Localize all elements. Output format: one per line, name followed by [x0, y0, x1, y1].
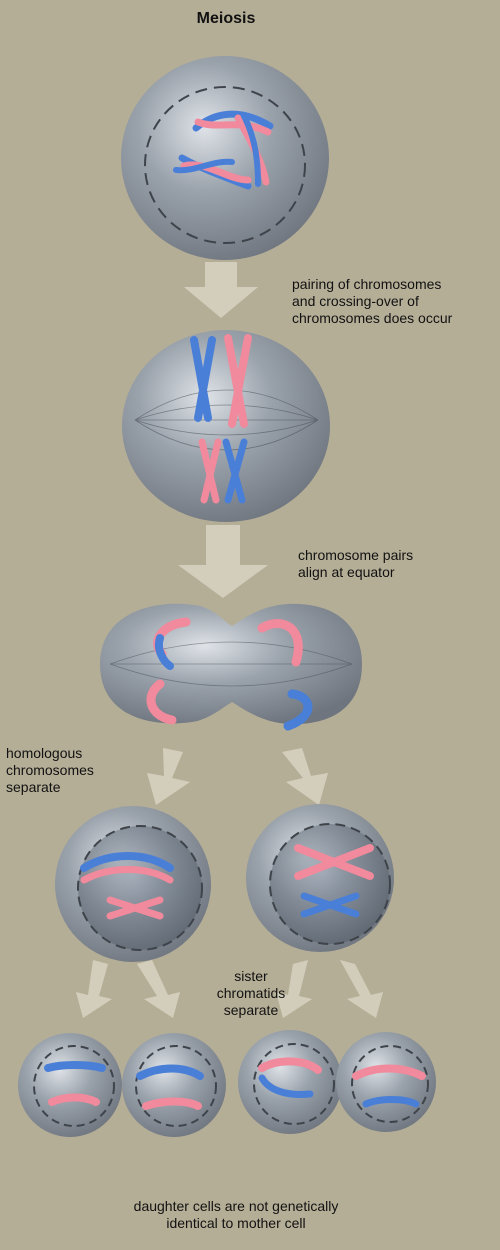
tetrad-bottom: [173, 154, 252, 190]
arrow-4d: [340, 960, 383, 1018]
annotation-line: sister: [234, 968, 268, 984]
daughter-cell-2: [122, 1033, 226, 1137]
annotation-align: chromosome pairs align at equator: [298, 547, 413, 581]
annotation-line: separate: [223, 1002, 279, 1018]
annotation-line: chromosomes does occur: [292, 310, 453, 326]
chromosome-pink-c: [146, 679, 177, 725]
arrow-4a: [76, 960, 112, 1018]
mother-cell: [121, 56, 329, 260]
cell-stage-4-left: [55, 806, 211, 962]
annotation-pairing: pairing of chromosomes and crossing-over…: [292, 276, 452, 327]
annotation-line: chromosomes: [6, 762, 94, 778]
annotation-line: chromatids: [216, 985, 286, 1001]
tetrad-top: [192, 110, 274, 187]
annotation-homologous: homologous chromosomes separate: [6, 745, 94, 796]
annotation-line: chromosome pairs: [298, 547, 414, 563]
arrow-3b: [282, 748, 328, 805]
annotation-daughter: daughter cells are not genetically ident…: [0, 1198, 472, 1232]
chromosome-x-pink-top: [224, 334, 252, 428]
arrows: [76, 262, 383, 1018]
chromosome-x-blue-top: [190, 336, 216, 422]
annotation-line: daughter cells are not genetically: [133, 1198, 339, 1214]
annotation-line: align at equator: [298, 564, 395, 580]
annotation-line: separate: [6, 779, 61, 795]
annotation-line: identical to mother cell: [166, 1215, 306, 1231]
daughter-cell-4: [336, 1032, 436, 1132]
arrow-3a: [147, 748, 190, 805]
annotation-line: and crossing-over of: [292, 293, 419, 309]
chromosome-x-blue-bottom: [222, 438, 248, 504]
diagram-title: Meiosis: [196, 10, 256, 27]
chromosome-blue-c: [283, 689, 313, 731]
arrow-4c: [276, 960, 312, 1018]
arrow-1: [184, 262, 258, 318]
cell-stage-3: [100, 603, 362, 731]
cell-stage-2: [122, 330, 330, 522]
arrow-4b: [137, 960, 180, 1018]
chromosome-blue-a: [155, 634, 174, 670]
chromosome-x-pink-bottom: [198, 438, 222, 504]
cell-stage-4-right: [246, 804, 394, 952]
annotation-line: pairing of chromosomes: [292, 276, 442, 292]
annotation-line: homologous: [6, 745, 83, 761]
daughter-cell-3: [238, 1030, 342, 1134]
chromosome-pink-b: [257, 619, 303, 667]
spindle-fibers-2: [109, 641, 353, 687]
daughter-cell-1: [18, 1033, 122, 1137]
annotation-sister: sister chromatids separate: [196, 968, 306, 1019]
arrow-2: [178, 525, 268, 598]
